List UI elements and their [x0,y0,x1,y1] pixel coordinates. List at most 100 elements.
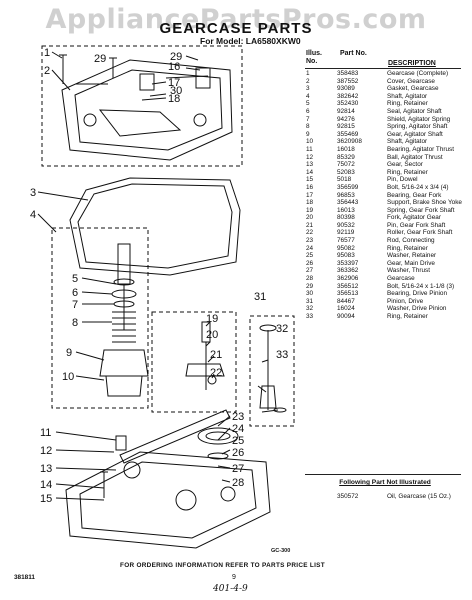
illus-number: 3 [306,85,310,93]
part-number: 75072 [337,161,355,169]
callout-29-left: 29 [94,53,106,65]
part-number: 350572 [337,493,359,500]
ordering-footer: FOR ORDERING INFORMATION REFER TO PARTS … [120,562,325,569]
part-description: Pinion, Drive [387,297,424,305]
part-number: 356599 [337,183,359,191]
illus-number: 6 [306,107,310,115]
part-description: Pin, Dowel [387,176,418,184]
gearcase-cover-shape [61,59,233,161]
part-description: Shaft, Agitator [387,92,428,100]
part-number: 94276 [337,115,355,123]
callout-8: 8 [72,317,78,329]
illus-number: 23 [306,237,314,245]
part-number: 356513 [337,290,359,298]
header-part-no: Part No. [340,50,367,57]
diagram-code: GC-300 [271,548,291,554]
illus-number: 31 [306,297,314,305]
part-number: 353397 [337,259,359,267]
part-description: Bearing, Agitator Thrust [387,145,455,153]
callout-9: 9 [66,347,72,359]
callout-30: 30 [170,85,182,97]
illus-number: 12 [306,153,314,161]
illus-number: 20 [306,214,314,222]
illus-number: 19 [306,206,314,214]
part-description: Ball, Agitator Thrust [387,153,443,161]
handwritten-note: 401-4-9 [213,584,248,594]
callout-12: 12 [40,445,52,457]
part-number: 93089 [337,85,355,93]
part-description: Ring, Retainer [387,100,428,108]
part-number: 3620908 [337,138,362,146]
callout-21: 21 [210,349,222,361]
callout-22: 22 [210,367,222,379]
part-number: 352430 [337,100,359,108]
document-number: 381811 [14,574,35,581]
part-description: Seal, Agitator Shaft [387,107,442,115]
callout-25: 25 [232,435,244,447]
illus-number: 32 [306,305,314,313]
table-row: 6 92814 Seal, Agitator Shaft [305,108,465,116]
callout-32: 32 [276,323,288,335]
part-description: Spring, Gear Fork Shaft [387,206,455,214]
callout-14: 14 [40,479,52,491]
part-number: 90094 [337,313,355,320]
part-description: Oil, Gearcase (15 Oz.) [387,493,451,500]
part-description: Bearing, Gear Fork [387,191,442,199]
callout-6: 6 [72,287,78,299]
part-number: 356443 [337,199,359,207]
callout-19: 19 [206,313,218,325]
callout-18: 18 [168,93,180,105]
agitator-shaft-box [51,227,149,409]
part-description: Pin, Gear Fork Shaft [387,221,446,229]
part-description: Washer, Thrust [387,267,430,275]
gasket-shape [69,177,241,276]
callout-10: 10 [62,371,74,383]
callout-27: 27 [232,463,244,475]
callout-13: 13 [40,463,52,475]
page-title: GEARCASE PARTS [159,20,313,37]
table-row: 13 75072 Gear, Sector [305,161,465,169]
gearcase-housing-shape [65,451,271,549]
illus-number: 28 [306,275,314,283]
part-number: 90532 [337,221,355,229]
illus-number: 21 [306,221,314,229]
table-row: 17 96853 Bearing, Gear Fork [305,192,465,200]
part-description: Gear, Main Drive [387,259,435,267]
illus-number: 13 [306,161,314,169]
callout-4: 4 [30,209,36,221]
illus-number: 17 [306,191,314,199]
part-number: 95083 [337,252,355,260]
part-number: 96853 [337,191,355,199]
site-watermark: AppliancePartsPros.com [45,4,427,35]
illus-number: 10 [306,138,314,146]
illus-number: 8 [306,123,310,131]
illus-number: 14 [306,168,314,176]
callout-2: 2 [44,65,50,77]
part-number: 92814 [337,107,355,115]
part-description: Gear, Sector [387,161,423,169]
illus-number: 18 [306,199,314,207]
part-description: Gearcase [387,275,415,283]
part-description: Bolt, 5/16-24 x 1-1/8 (3) [387,282,455,290]
callout-5: 5 [72,273,78,285]
callout-3: 3 [30,187,36,199]
illus-number: 16 [306,183,314,191]
callout-15: 15 [40,493,52,505]
part-number: 84467 [337,297,355,305]
header-description: DESCRIPTION [388,60,436,67]
drive-pinion-box [249,315,295,427]
gear-fork-box [151,311,237,413]
